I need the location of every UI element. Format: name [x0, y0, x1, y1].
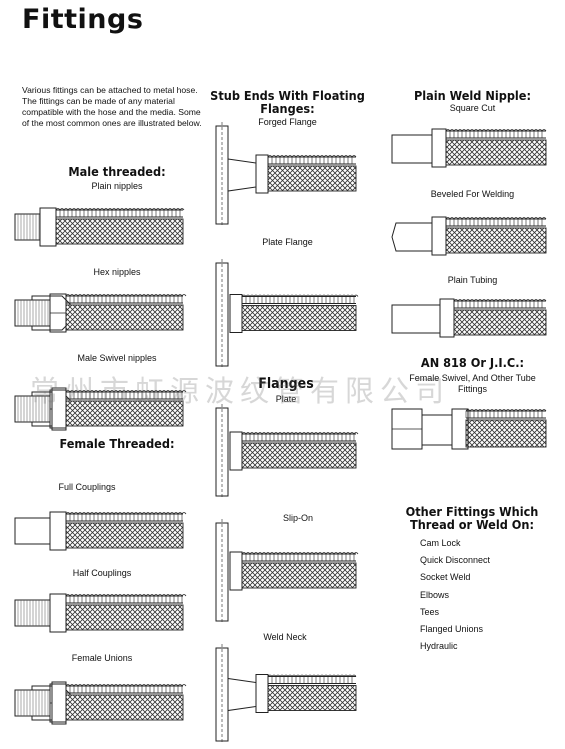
watermark-text: 常州市虹源波纹管有限公司	[30, 374, 451, 408]
male-swivel-drawing	[14, 387, 187, 431]
page-title: Fittings	[22, 4, 144, 35]
list-item: Flanged Unions	[420, 624, 484, 635]
slip-on-label: Slip-On	[282, 513, 313, 523]
slip-on-drawing	[215, 519, 359, 623]
forged-flange-drawing	[215, 122, 357, 226]
list-item: Tees	[420, 606, 440, 617]
weld-neck-label: Weld Neck	[263, 632, 307, 642]
female-unions-label: Female Unions	[71, 653, 133, 663]
plain-nipples-label: Plain nipples	[91, 181, 143, 191]
weld-neck-drawing	[215, 644, 357, 743]
plate-flange-label: Plate Flange	[262, 237, 313, 247]
hex-nipple-drawing	[14, 293, 187, 333]
square-cut-label: Square Cut	[449, 103, 496, 113]
an818-drawing	[391, 408, 547, 450]
beveled-drawing	[391, 216, 547, 256]
list-item: Socket Weld	[420, 572, 471, 583]
female-threaded-heading: Female Threaded:	[59, 436, 175, 451]
list-item: Quick Disconnect	[420, 555, 491, 566]
female-union-drawing	[14, 681, 187, 725]
other-fittings-list: Cam Lock Quick Disconnect Socket Weld El…	[420, 535, 490, 655]
plate-drawing	[215, 404, 359, 498]
full-coupling-drawing	[14, 511, 187, 551]
plain-nipple-drawing	[14, 207, 185, 247]
flanges-heading: Flanges	[258, 376, 314, 392]
half-couplings-label: Half Couplings	[72, 568, 132, 578]
male-swivel-label: Male Swivel nipples	[77, 353, 157, 363]
list-item: Cam Lock	[420, 538, 461, 548]
plain-tubing-label: Plain Tubing	[447, 275, 498, 285]
plain-tubing-drawing	[391, 298, 547, 338]
full-couplings-label: Full Couplings	[58, 482, 116, 492]
hex-nipples-label: Hex nipples	[93, 267, 141, 277]
list-item: Hydraulic	[420, 641, 458, 652]
plain-weld-nipple-heading: Plain Weld Nipple:	[413, 88, 532, 103]
stub-ends-heading: Stub Ends With Floating Flanges:	[210, 88, 365, 116]
square-cut-drawing	[391, 128, 547, 168]
beveled-label: Beveled For Welding	[430, 189, 515, 199]
forged-flange-label: Forged Flange	[258, 117, 317, 127]
half-coupling-drawing	[14, 593, 187, 633]
other-fittings-heading: Other Fittings Which Thread or Weld On:	[405, 504, 539, 532]
plate-flange-drawing	[215, 259, 359, 368]
plate-label: Plate	[275, 394, 297, 404]
an818-subtitle: Female Swivel, And Other Tube Fittings	[409, 373, 536, 394]
male-threaded-heading: Male threaded:	[68, 164, 166, 179]
intro-text: Various fittings can be attached to meta…	[22, 85, 202, 128]
list-item: Elbows	[420, 589, 450, 600]
an818-heading: AN 818 Or J.I.C.:	[420, 355, 525, 370]
